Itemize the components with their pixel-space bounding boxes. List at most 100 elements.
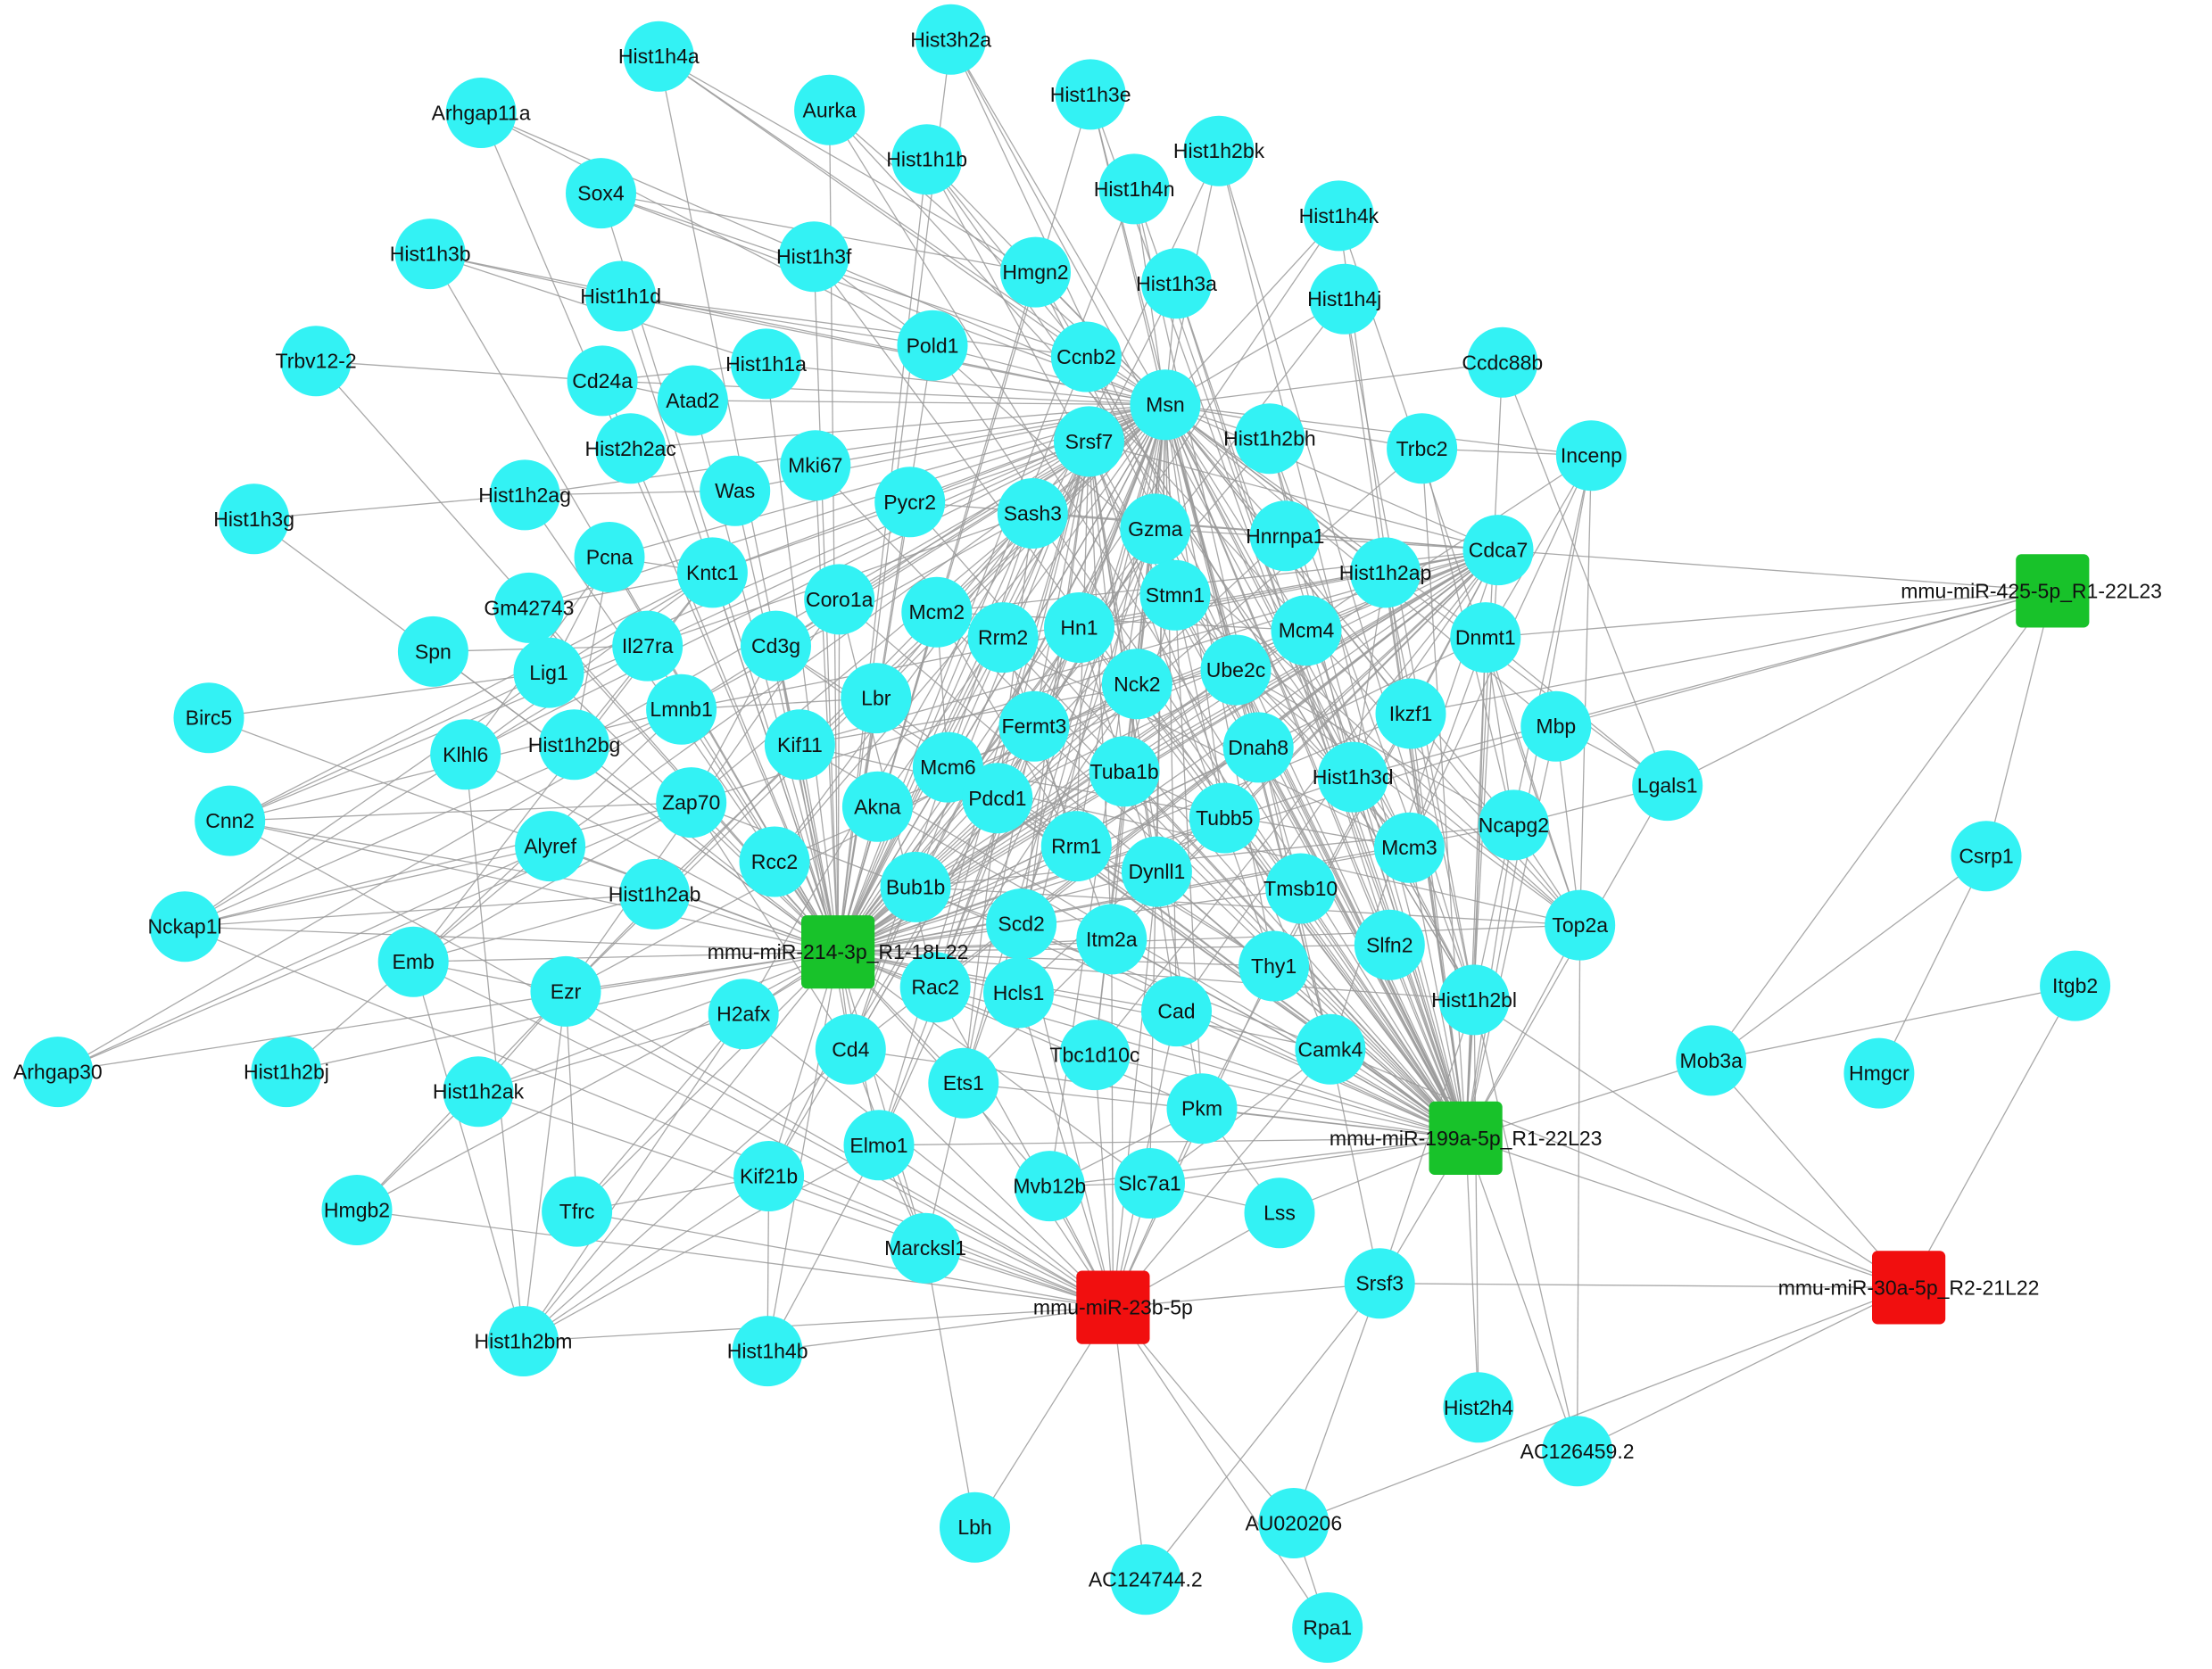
mirna-node-m30[interactable] xyxy=(1872,1251,1946,1325)
gene-node-Hist1h2bj[interactable] xyxy=(251,1037,322,1108)
gene-node-Ezr[interactable] xyxy=(530,955,601,1027)
gene-node-Zap70[interactable] xyxy=(656,767,727,839)
gene-node-Marcksl1[interactable] xyxy=(890,1212,961,1284)
gene-node-Cd24a[interactable] xyxy=(567,345,638,417)
gene-node-Lbr[interactable] xyxy=(841,663,912,734)
gene-node-Slfn2[interactable] xyxy=(1354,909,1425,980)
gene-node-Il27ra[interactable] xyxy=(612,610,683,682)
gene-node-Hist1h2ab[interactable] xyxy=(619,858,691,930)
gene-node-Hist1h4n[interactable] xyxy=(1098,153,1170,225)
gene-node-Klhl6[interactable] xyxy=(430,719,501,790)
gene-node-Hist1h4j[interactable] xyxy=(1309,263,1380,335)
gene-node-Csrp1[interactable] xyxy=(1951,821,2022,892)
gene-node-Hist1h4a[interactable] xyxy=(623,21,694,92)
gene-node-Trbv12-2[interactable] xyxy=(280,326,352,397)
gene-node-Hmgb2[interactable] xyxy=(321,1175,393,1245)
gene-node-Lmnb1[interactable] xyxy=(646,673,717,745)
gene-node-Srsf7[interactable] xyxy=(1054,406,1124,477)
gene-node-Was[interactable] xyxy=(700,455,771,526)
gene-node-Hmgn2[interactable] xyxy=(1000,236,1071,308)
gene-node-Pdcd1[interactable] xyxy=(962,763,1033,834)
gene-node-Mvb12b[interactable] xyxy=(1014,1151,1085,1222)
gene-node-Dynll1[interactable] xyxy=(1121,836,1192,907)
gene-node-Ccdc88b[interactable] xyxy=(1467,326,1538,398)
gene-node-Aurka[interactable] xyxy=(794,74,866,145)
gene-node-Dnmt1[interactable] xyxy=(1450,602,1521,673)
gene-node-Gm42743[interactable] xyxy=(493,572,565,643)
mirna-node-m214[interactable] xyxy=(801,915,875,989)
gene-node-Nckap1l[interactable] xyxy=(149,891,220,963)
gene-node-Lss[interactable] xyxy=(1244,1177,1315,1249)
gene-node-Mbp[interactable] xyxy=(1520,690,1592,762)
gene-node-Top2a[interactable] xyxy=(1545,889,1616,961)
gene-node-Rac2[interactable] xyxy=(899,952,971,1023)
gene-node-Stmn1[interactable] xyxy=(1139,559,1211,631)
gene-node-Incenp[interactable] xyxy=(1555,420,1627,492)
gene-node-Sash3[interactable] xyxy=(997,478,1068,549)
gene-node-Slc7a1[interactable] xyxy=(1114,1148,1185,1219)
gene-node-Fermt3[interactable] xyxy=(998,690,1070,762)
gene-node-Hist1h2ag[interactable] xyxy=(489,459,560,531)
gene-node-Kif11[interactable] xyxy=(764,709,835,781)
gene-node-Ikzf1[interactable] xyxy=(1375,678,1446,749)
gene-node-Hist1h4k[interactable] xyxy=(1303,180,1374,252)
gene-node-Hist2h4[interactable] xyxy=(1443,1372,1514,1443)
gene-node-Itgb2[interactable] xyxy=(2040,950,2111,1021)
gene-node-Kif21b[interactable] xyxy=(733,1141,805,1211)
gene-node-Hist1h2bm[interactable] xyxy=(488,1306,559,1376)
mirna-node-m425[interactable] xyxy=(2016,554,2090,628)
gene-node-Tbc1d10c[interactable] xyxy=(1059,1020,1131,1091)
gene-node-Arhgap11a[interactable] xyxy=(445,78,517,148)
gene-node-Hist1h2bh[interactable] xyxy=(1234,403,1305,475)
gene-node-Msn[interactable] xyxy=(1130,369,1201,441)
gene-node-Hist1h2bk[interactable] xyxy=(1183,115,1255,186)
gene-node-Hist1h1a[interactable] xyxy=(731,328,801,400)
gene-node-Trbc2[interactable] xyxy=(1387,413,1458,484)
gene-node-Hist1h2bl[interactable] xyxy=(1438,964,1510,1036)
gene-node-Rpa1[interactable] xyxy=(1292,1592,1363,1663)
gene-node-Cd4[interactable] xyxy=(815,1013,886,1085)
gene-node-Mcm3[interactable] xyxy=(1373,812,1445,883)
gene-node-AC126459.2[interactable] xyxy=(1542,1416,1613,1487)
gene-node-Emb[interactable] xyxy=(377,926,449,997)
mirna-node-m199[interactable] xyxy=(1429,1101,1503,1175)
gene-node-Thy1[interactable] xyxy=(1239,930,1310,1002)
gene-node-Hist1h2bg[interactable] xyxy=(539,709,609,781)
gene-node-Lgals1[interactable] xyxy=(1632,750,1703,822)
gene-node-Pycr2[interactable] xyxy=(874,467,946,538)
gene-node-Hist2h2ac[interactable] xyxy=(595,413,667,484)
gene-node-Mcm2[interactable] xyxy=(901,576,973,648)
gene-node-Kntc1[interactable] xyxy=(676,537,748,608)
gene-node-Ets1[interactable] xyxy=(928,1047,999,1119)
gene-node-Hist1h3e[interactable] xyxy=(1055,59,1126,130)
gene-node-Atad2[interactable] xyxy=(657,365,728,436)
gene-node-Ncapg2[interactable] xyxy=(1478,789,1549,861)
gene-node-Hist1h3a[interactable] xyxy=(1141,248,1212,319)
gene-node-Hmgcr[interactable] xyxy=(1843,1037,1915,1109)
gene-node-Nck2[interactable] xyxy=(1101,649,1172,720)
gene-node-Tmsb10[interactable] xyxy=(1265,853,1337,924)
gene-node-Hist1h1b[interactable] xyxy=(891,124,963,195)
gene-node-Tuba1b[interactable] xyxy=(1089,736,1160,807)
gene-node-Pcna[interactable] xyxy=(574,522,645,592)
gene-node-Srsf3[interactable] xyxy=(1344,1248,1415,1319)
gene-node-Tubb5[interactable] xyxy=(1189,782,1260,854)
gene-node-Pold1[interactable] xyxy=(897,310,968,381)
gene-node-Dnah8[interactable] xyxy=(1222,712,1294,783)
gene-node-Itm2a[interactable] xyxy=(1076,904,1147,975)
gene-node-Hist1h4b[interactable] xyxy=(732,1316,803,1387)
gene-node-Mcm4[interactable] xyxy=(1271,595,1342,666)
gene-node-Hist1h1d[interactable] xyxy=(585,260,657,332)
gene-node-Birc5[interactable] xyxy=(173,682,244,754)
gene-node-Spn[interactable] xyxy=(397,616,468,687)
gene-node-Lbh[interactable] xyxy=(940,1491,1010,1563)
gene-node-Hcls1[interactable] xyxy=(983,957,1054,1029)
gene-node-Lig1[interactable] xyxy=(513,637,584,708)
gene-node-Gzma[interactable] xyxy=(1120,493,1191,565)
gene-node-Rcc2[interactable] xyxy=(739,826,810,897)
gene-node-Rrm2[interactable] xyxy=(967,602,1039,673)
gene-node-Ube2c[interactable] xyxy=(1200,634,1272,706)
gene-node-Cd3g[interactable] xyxy=(741,610,811,682)
gene-node-Mob3a[interactable] xyxy=(1676,1025,1747,1096)
gene-node-Hist1h3g[interactable] xyxy=(219,483,290,555)
